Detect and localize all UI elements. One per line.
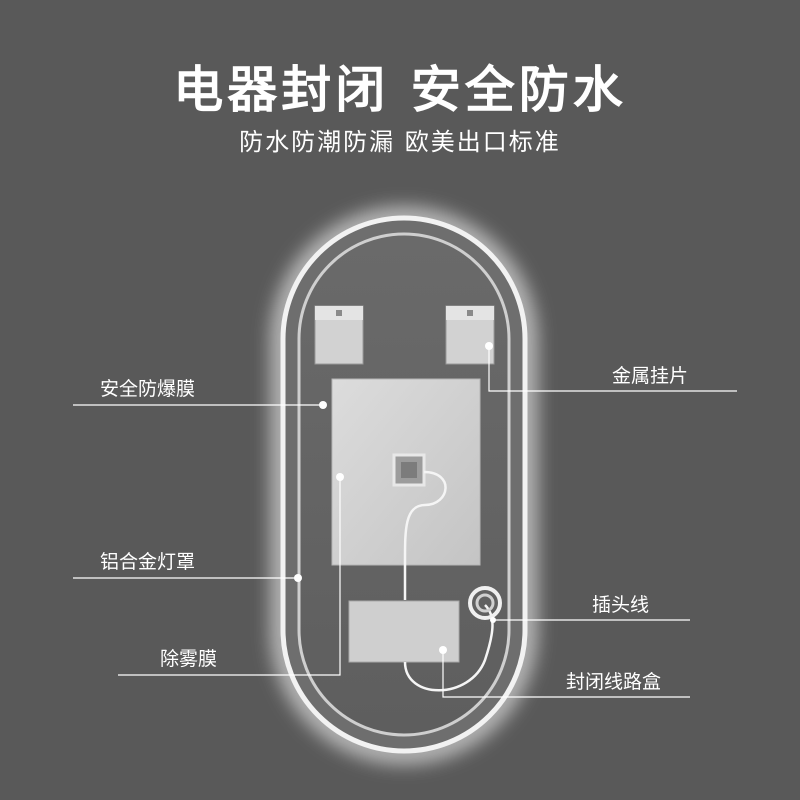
page-title: 电器封闭 安全防水	[173, 61, 627, 119]
label-aluminum-cover: 铝合金灯罩	[100, 551, 196, 573]
plug-coil	[468, 586, 502, 620]
metal-bracket-right	[445, 305, 495, 365]
leader-metal-bracket	[488, 347, 737, 392]
leader-antifog-film	[118, 478, 341, 676]
label-explosion-film: 安全防爆膜	[100, 378, 196, 400]
internal-wire	[403, 470, 447, 600]
page-subtitle: 防水防潮防漏 欧美出口标准	[239, 128, 561, 156]
label-metal-bracket: 金属挂片	[612, 365, 689, 387]
label-antifog-film: 除雾膜	[160, 648, 218, 670]
label-plug-wire: 插头线	[592, 594, 650, 616]
connector-square	[392, 453, 426, 487]
label-sealed-box: 封闭线路盒	[566, 671, 662, 693]
metal-bracket-left	[314, 305, 364, 365]
leader-sealed-box	[442, 650, 690, 698]
